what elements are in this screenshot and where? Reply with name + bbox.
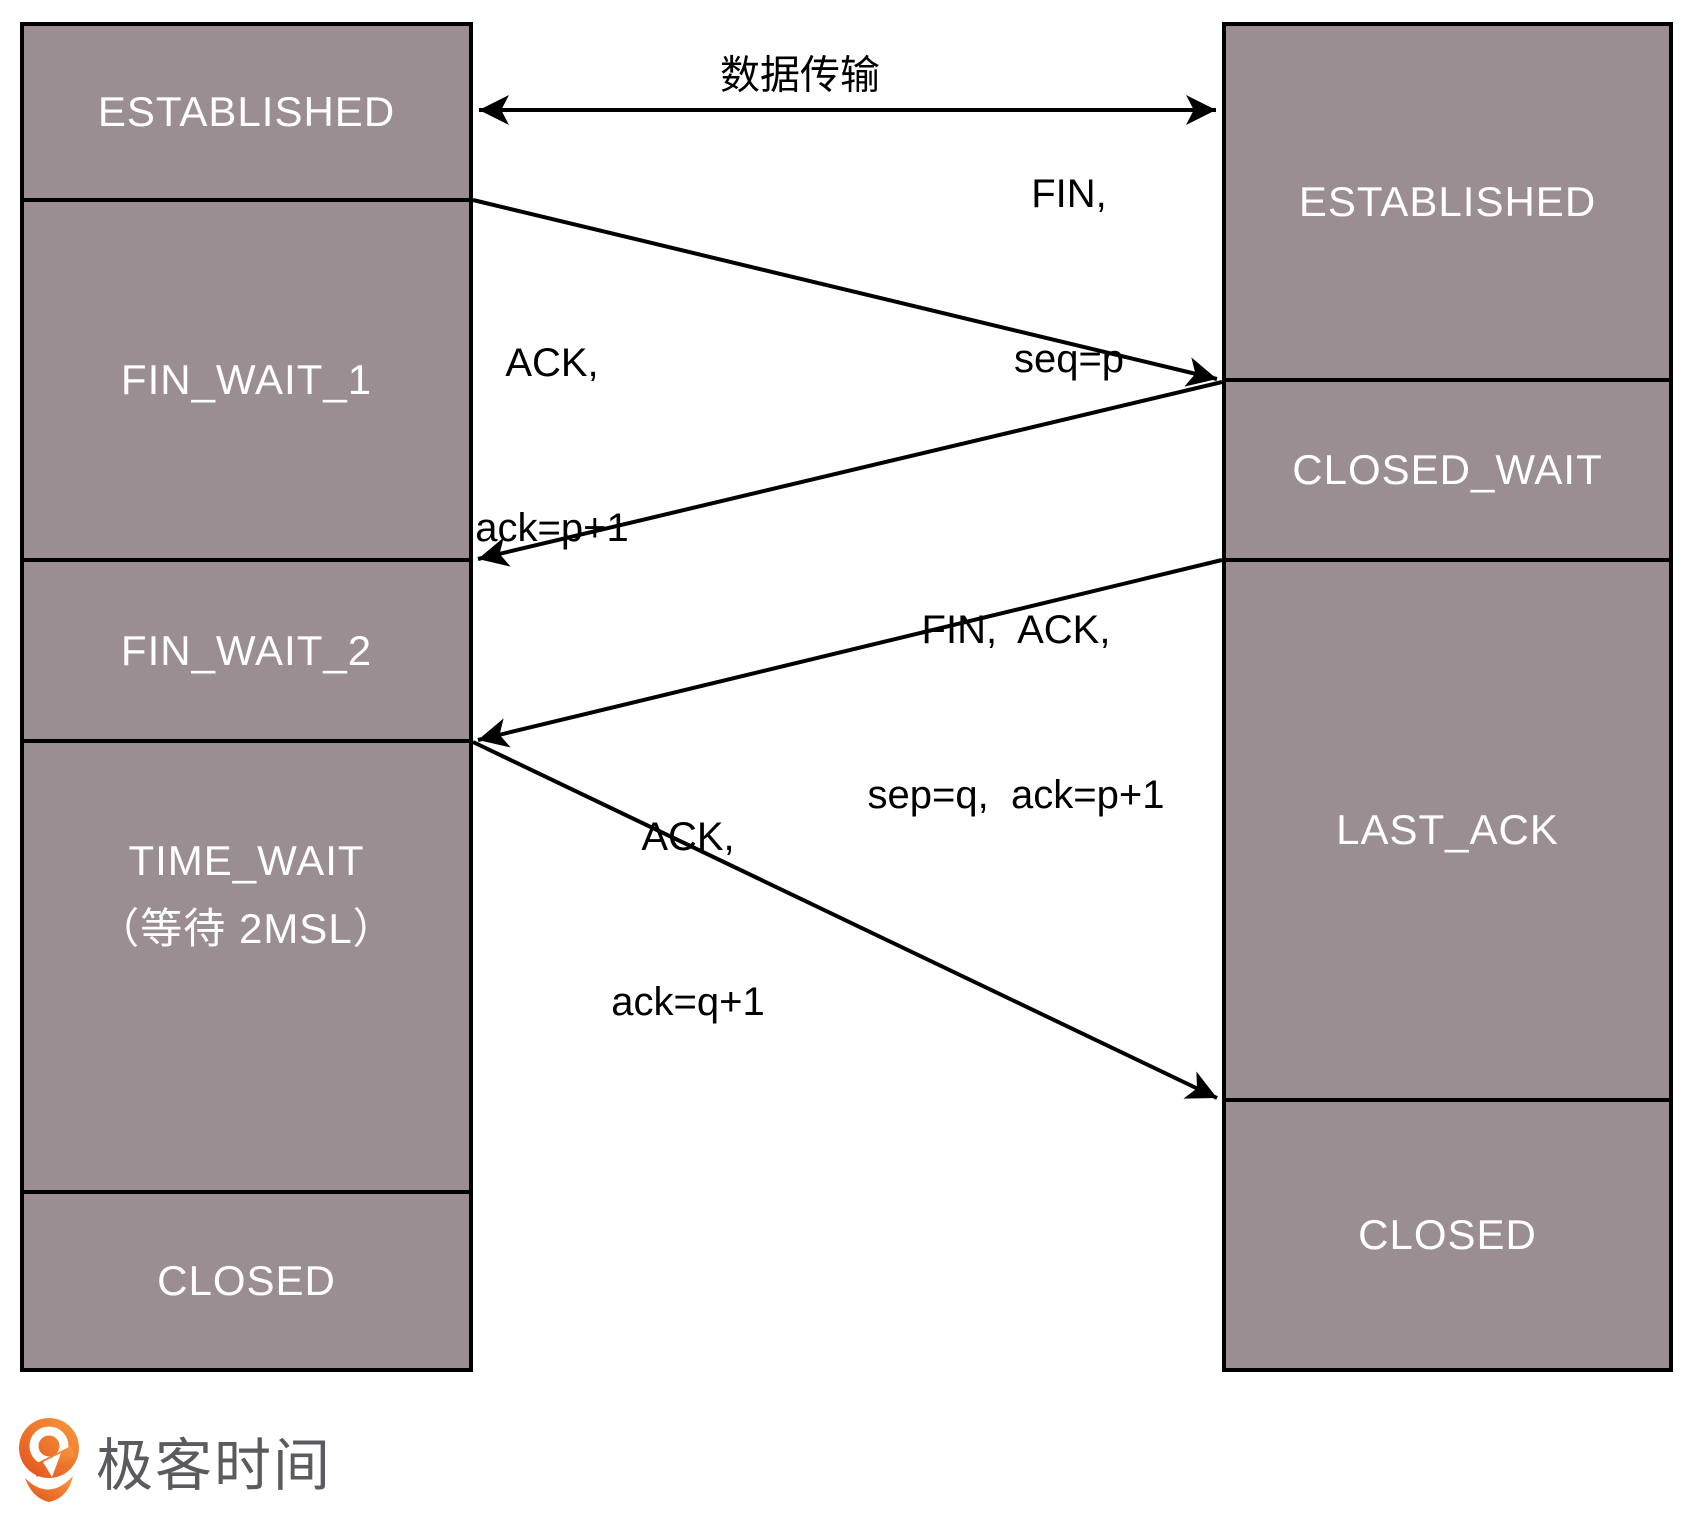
state-label: ESTABLISHED: [97, 88, 396, 135]
last-ack-arrow: [472, 740, 1218, 1100]
state-established-left: ESTABLISHED: [24, 26, 469, 202]
state-time-wait: TIME_WAIT （等待 2MSL）: [24, 743, 469, 1194]
label-line: sep=q, ack=p+1: [867, 773, 1165, 817]
geektime-logo-text: 极客时间: [96, 1434, 332, 1498]
label-line: FIN,: [1031, 172, 1107, 216]
label-line: 数据传输: [720, 53, 880, 98]
fin-ack-arrow: [477, 558, 1223, 748]
state-label: LAST_ACK: [1336, 806, 1559, 853]
data-transfer-label: 数据传输: [720, 0, 880, 214]
right-state-column: ESTABLISHED CLOSED_WAIT LAST_ACK CLOSED: [1222, 22, 1673, 1372]
state-label: CLOSED: [157, 1257, 336, 1304]
label-line: ack=p+1: [475, 506, 629, 550]
state-closed-right: CLOSED: [1226, 1102, 1669, 1368]
state-last-ack: LAST_ACK: [1226, 562, 1669, 1102]
label-line: ACK,: [641, 815, 735, 859]
state-label: CLOSED_WAIT: [1292, 446, 1603, 493]
state-sublabel: （等待 2MSL）: [97, 905, 396, 952]
state-label: FIN_WAIT_2: [120, 626, 373, 674]
fin-ack-label: FIN, ACK, sep=q, ack=p+1: [868, 493, 1165, 933]
ack-of-fin-label: ACK, ack=p+1: [475, 226, 628, 666]
state-label: CLOSED: [1358, 1211, 1537, 1258]
state-closed-wait: CLOSED_WAIT: [1226, 382, 1669, 562]
state-fin-wait-2: FIN_WAIT_2: [24, 562, 469, 743]
label-line: ACK,: [505, 341, 599, 385]
label-line: seq=p: [1013, 337, 1125, 381]
last-ack-label: ACK, ack=q+1: [611, 700, 764, 1140]
fin-label: FIN, seq=p: [1014, 57, 1124, 497]
fin-arrow: [472, 198, 1218, 387]
label-line: ack=q+1: [611, 980, 765, 1024]
label-line: FIN, ACK,: [921, 608, 1111, 652]
state-label: ESTABLISHED: [1298, 178, 1597, 225]
geektime-logo: 极客时间: [18, 1416, 332, 1506]
state-closed-left: CLOSED: [24, 1194, 469, 1368]
left-state-column: ESTABLISHED FIN_WAIT_1 FIN_WAIT_2 TIME_W…: [20, 22, 473, 1372]
ack-of-fin-arrow: [477, 380, 1223, 567]
state-label: FIN_WAIT_1: [120, 356, 373, 403]
state-fin-wait-1: FIN_WAIT_1: [24, 202, 469, 562]
state-label: TIME_WAIT: [128, 837, 365, 884]
geektime-logo-icon: [19, 1418, 79, 1502]
state-established-right: ESTABLISHED: [1226, 26, 1669, 382]
